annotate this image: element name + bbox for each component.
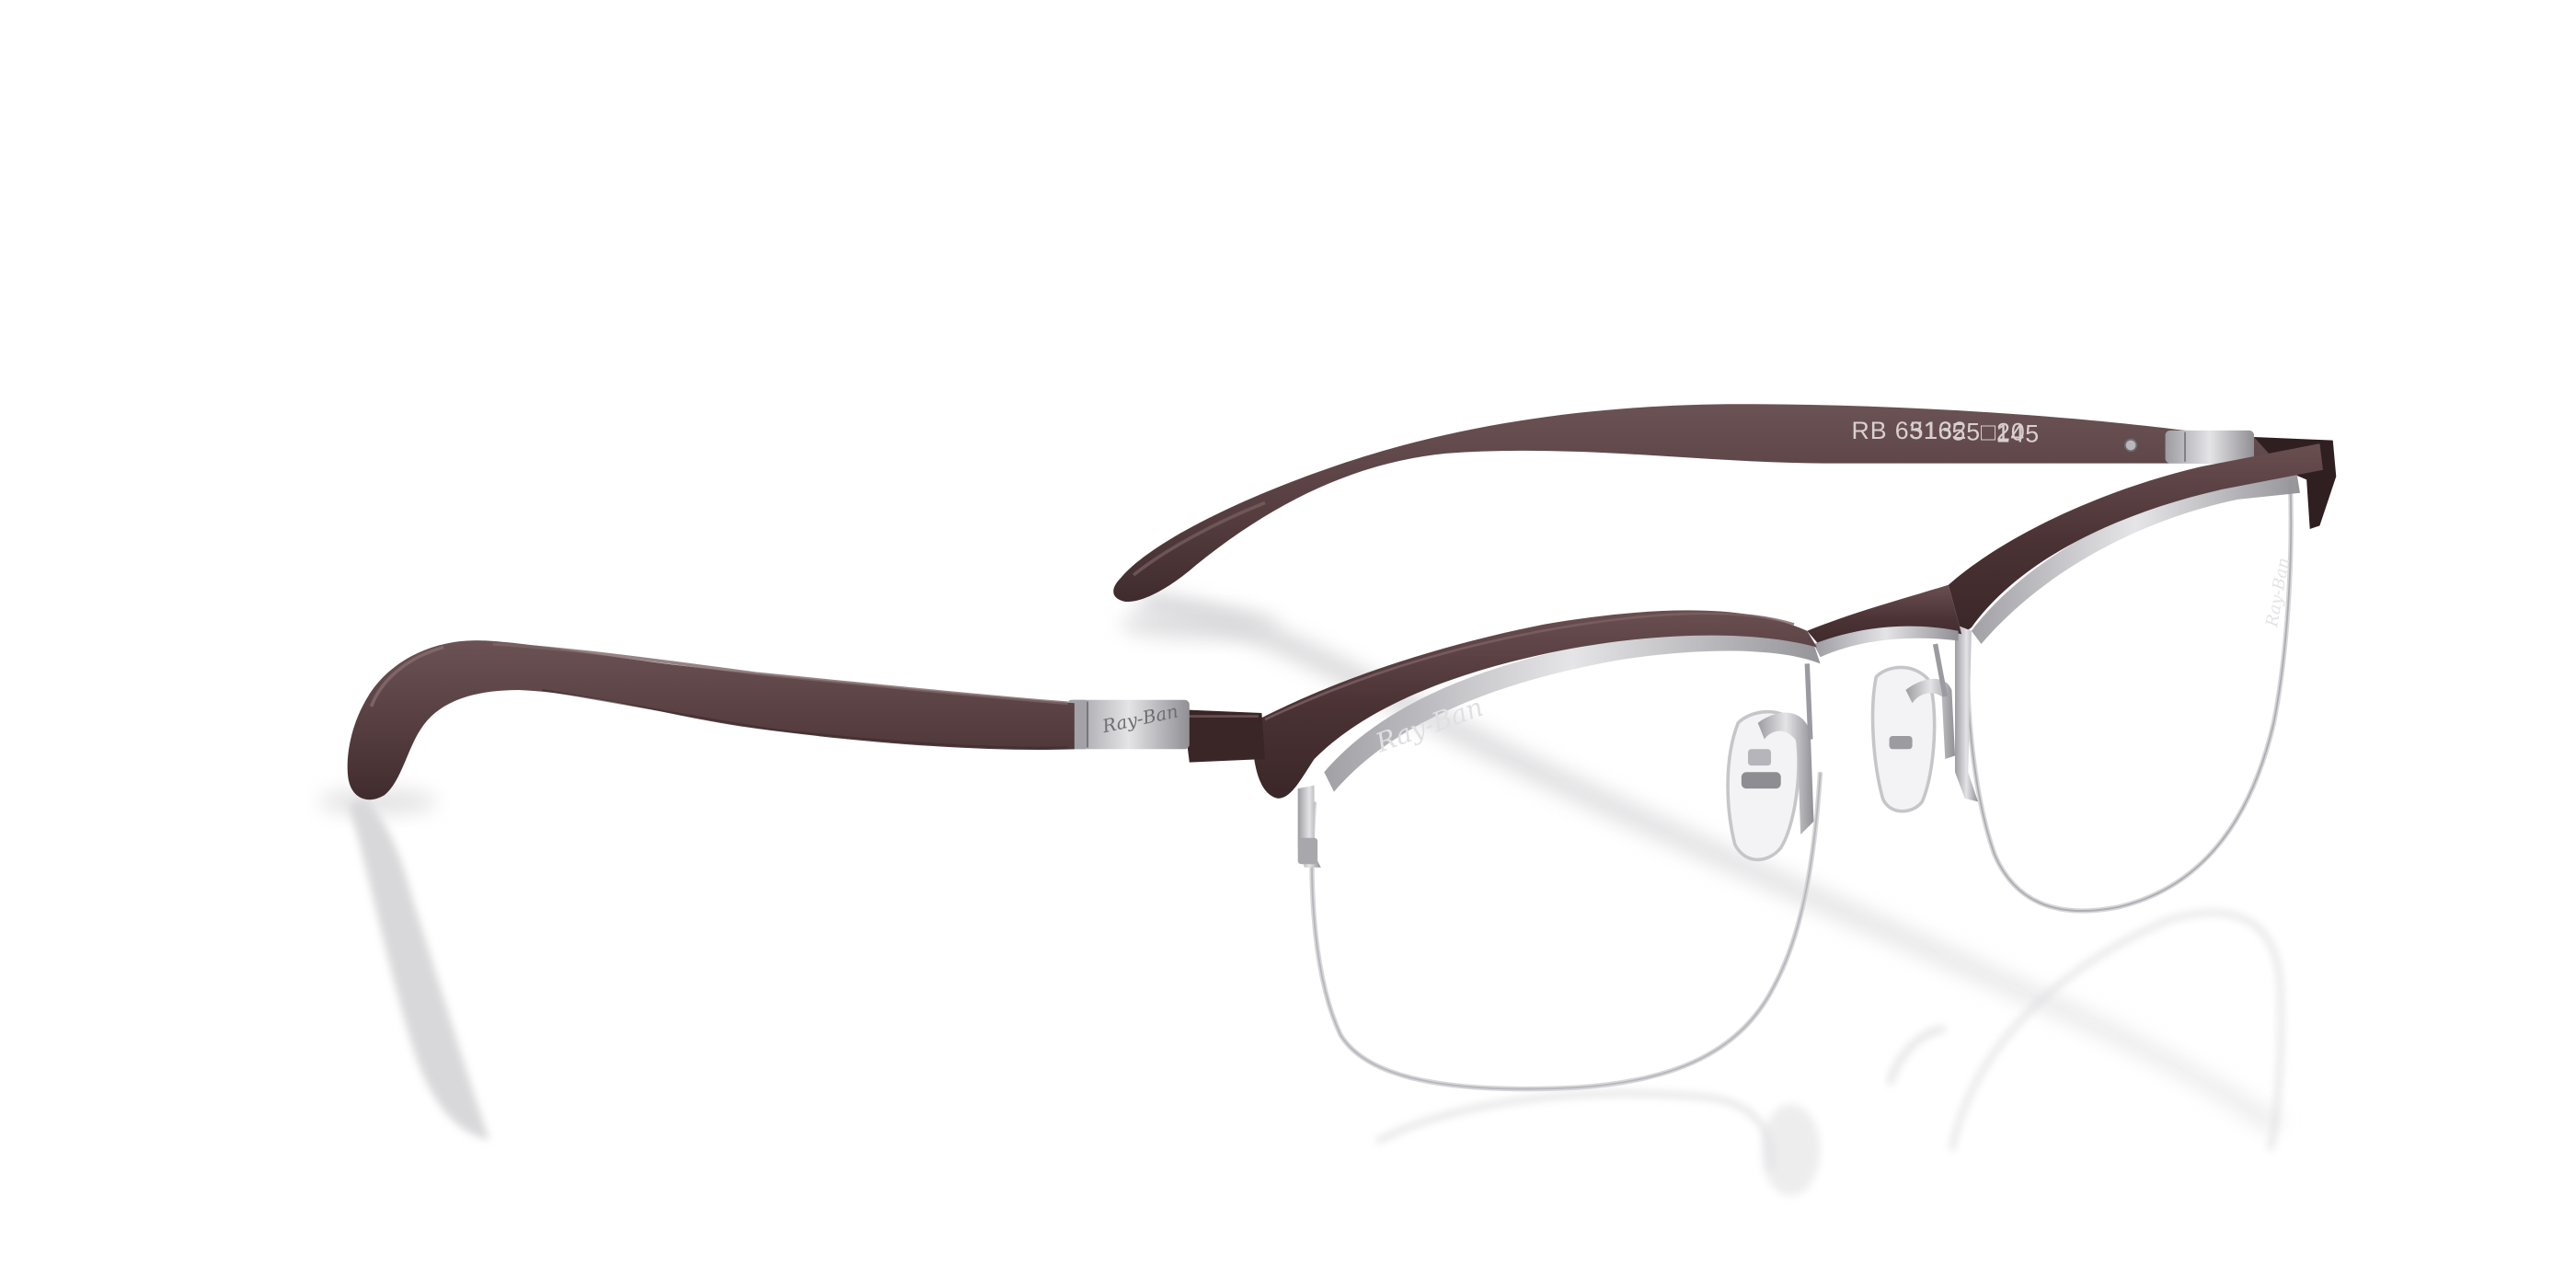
model-number-text: RB 6513 — [1852, 417, 1953, 444]
temple-rivet — [2123, 438, 2138, 453]
color-code-text: 3162 — [1909, 417, 1967, 444]
bridge — [1807, 584, 1962, 658]
near-hinge: Ray-Ban — [1067, 699, 1265, 763]
nose-pads — [1726, 643, 1955, 862]
temple-inscription: RB 6513 3162 55□20 145 — [1852, 417, 2040, 448]
near-temple — [347, 640, 1075, 800]
temple-length-text: 145 — [1996, 420, 2040, 447]
size-text: 55□20 — [1951, 419, 2025, 446]
right-lens: Ray-Ban — [1948, 443, 2323, 914]
far-hinge — [2165, 430, 2254, 464]
reflection-shadows — [318, 591, 2287, 1196]
